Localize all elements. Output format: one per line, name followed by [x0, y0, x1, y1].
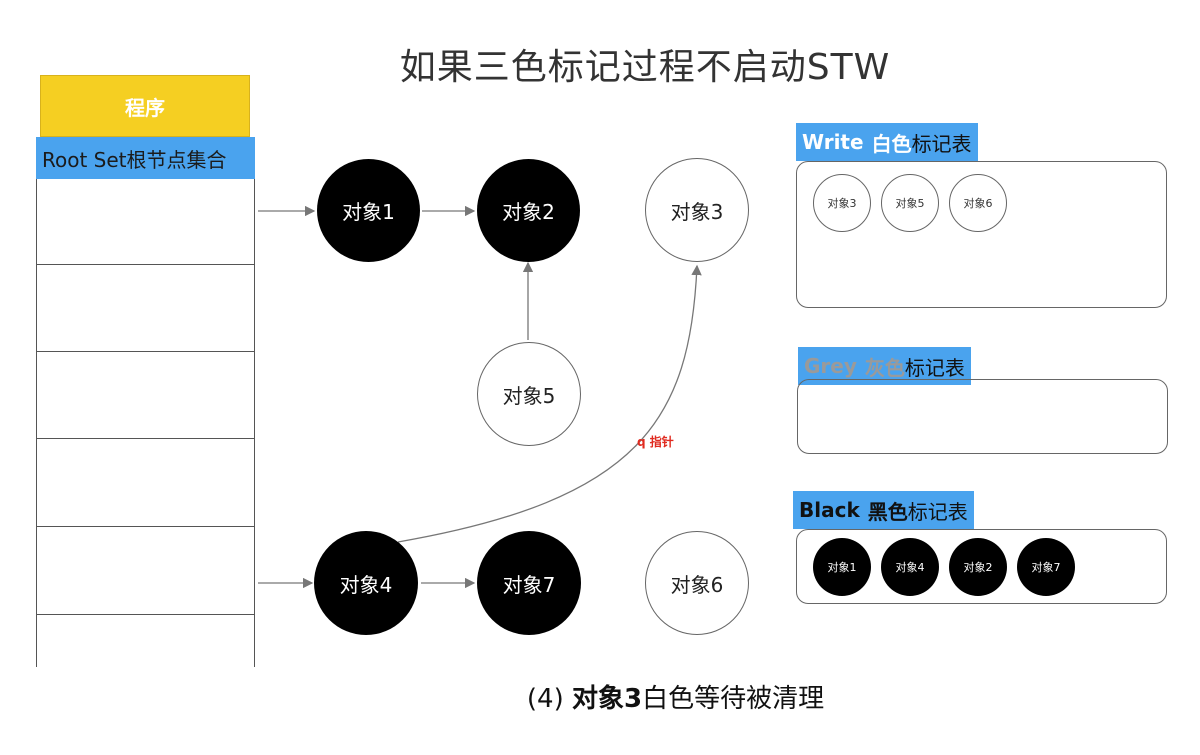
node-object-7: 对象7	[477, 531, 581, 635]
grey-table-header: Grey 灰色 标记表	[798, 347, 971, 385]
white-table-item: 对象5	[881, 174, 939, 232]
root-set-label: Root Set根节点集合	[36, 137, 255, 179]
black-table-header: Black 黑色 标记表	[793, 491, 974, 529]
black-table-body: 对象1 对象4 对象2 对象7	[796, 529, 1167, 604]
black-table-item: 对象2	[949, 538, 1007, 596]
grey-table-zh-mark: 标记表	[904, 355, 965, 380]
q-pointer-label: q 指针	[637, 435, 674, 449]
grey-table-body	[797, 379, 1168, 454]
caption-bold: 对象3	[571, 684, 643, 714]
node-object-6: 对象6	[645, 531, 749, 635]
black-table-item: 对象7	[1017, 538, 1075, 596]
stack-row-divider	[36, 614, 255, 615]
black-table-zh-mark: 标记表	[907, 499, 968, 524]
node-object-5: 对象5	[477, 342, 581, 446]
white-table-item: 对象3	[813, 174, 871, 232]
program-label: 程序	[125, 95, 165, 120]
black-table-zh-color: 黑色	[867, 499, 908, 524]
white-table-zh-color: 白色	[871, 131, 912, 156]
grey-table-en: Grey	[804, 354, 857, 378]
white-table-body: 对象3 对象5 对象6	[796, 161, 1167, 308]
caption: (4) 对象3白色等待被清理	[0, 678, 1200, 715]
caption-prefix: (4)	[526, 684, 572, 714]
slide-title: 如果三色标记过程不启动STW	[399, 47, 891, 88]
node-object-3: 对象3	[645, 158, 749, 262]
root-set-stack	[36, 179, 255, 667]
white-table-item: 对象6	[949, 174, 1007, 232]
caption-rest: 白色等待被清理	[642, 684, 825, 714]
stack-row-divider	[36, 438, 255, 439]
white-table-en: Write	[802, 130, 864, 154]
edge-obj4-obj3-q-pointer	[397, 264, 702, 543]
node-object-1: 对象1	[317, 159, 420, 262]
node-object-2: 对象2	[477, 159, 580, 262]
grey-table-zh-color: 灰色	[864, 355, 905, 380]
white-table-zh-mark: 标记表	[911, 131, 972, 156]
white-table-header: Write 白色 标记表	[796, 123, 978, 161]
black-table-item: 对象4	[881, 538, 939, 596]
stack-row-divider	[36, 351, 255, 352]
black-table-item: 对象1	[813, 538, 871, 596]
stack-row-divider	[36, 526, 255, 527]
black-table-en: Black	[799, 498, 860, 522]
program-box: 程序	[40, 75, 250, 137]
stack-row-divider	[36, 264, 255, 265]
node-object-4: 对象4	[314, 531, 418, 635]
